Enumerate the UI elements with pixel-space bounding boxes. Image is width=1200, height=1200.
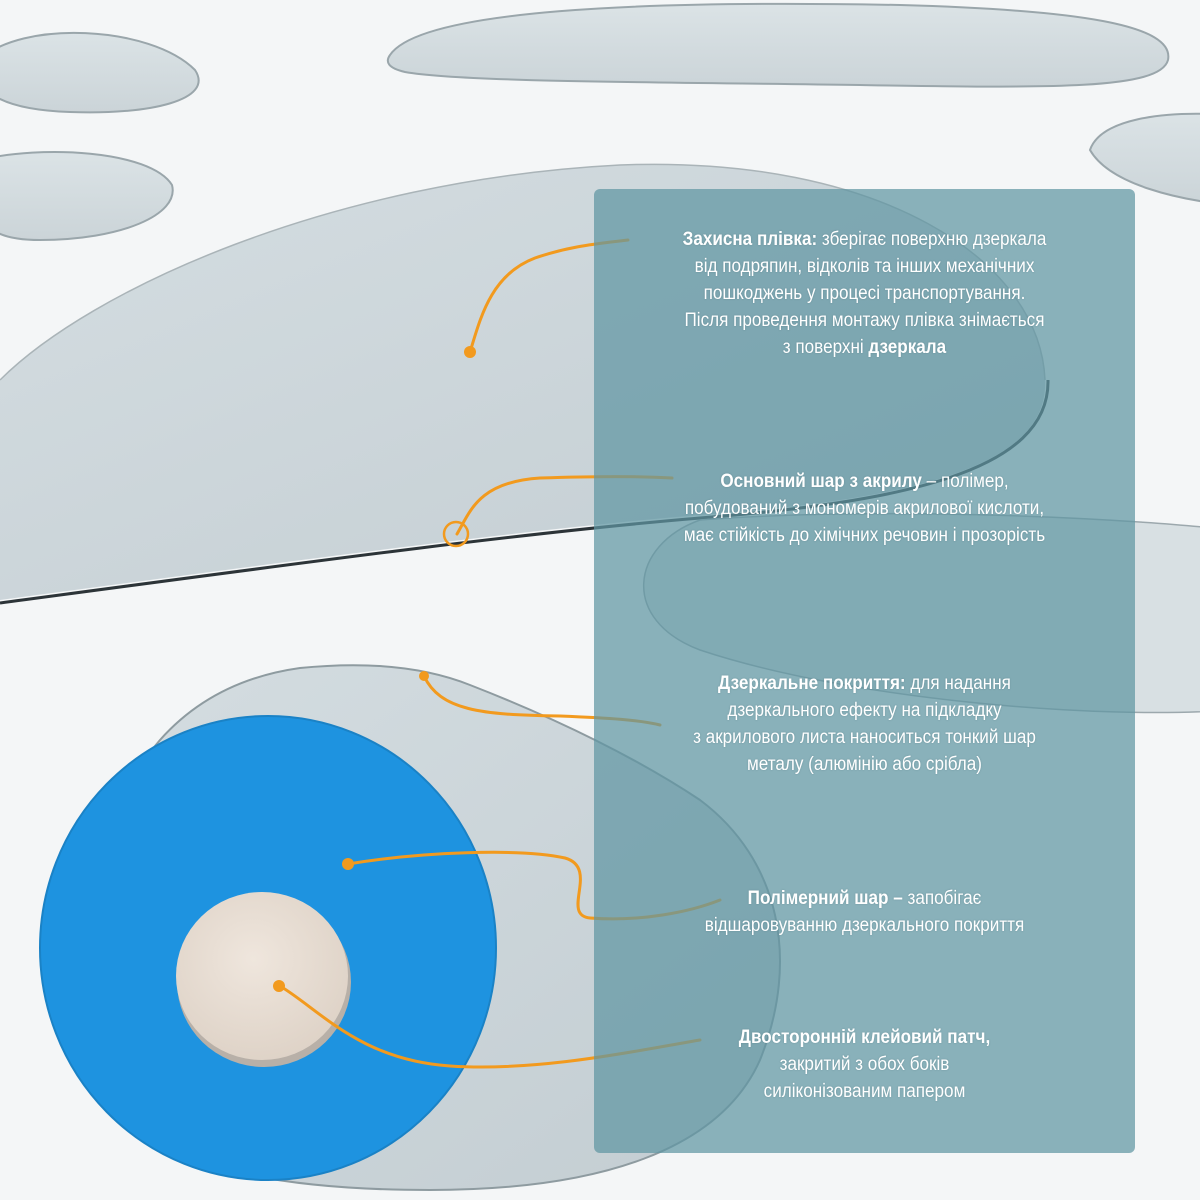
callout-dots: [273, 346, 476, 992]
callout-text: для надання: [905, 673, 1011, 694]
dot-mirror-coating: [419, 671, 429, 681]
callout-polymer-layer: Полімерний шар – запобігає відшаровуванн…: [621, 885, 1108, 939]
callout-line: має стійкість до хімічних речовин і проз…: [683, 525, 1046, 546]
mirror-piece-left: [0, 151, 174, 242]
callout-emphasis: дзеркала: [868, 337, 947, 358]
callout-text: запобігає: [902, 888, 982, 909]
callout-line: побудований з мономерів акрилової кислот…: [684, 498, 1045, 519]
callout-line: відшаровуванню дзеркального покриття: [704, 915, 1025, 936]
callout-title: Двосторонній клейовий патч,: [738, 1027, 991, 1048]
callout-protective-film: Захисна плівка: зберігає поверхню дзерка…: [621, 226, 1108, 361]
adhesive-patch: [176, 892, 351, 1067]
callout-line: з акрилового листа наноситься тонкий шар: [693, 727, 1036, 748]
callout-acrylic-layer: Основний шар з акрилу – полімер, побудов…: [621, 468, 1108, 549]
dot-adhesive-patch: [273, 980, 285, 992]
info-panel: [594, 189, 1135, 1153]
callout-line: Після проведення монтажу плівка знімаєть…: [684, 310, 1045, 331]
ring-acrylic-layer: [442, 520, 470, 548]
callout-line: металу (алюмінію або срібла): [747, 754, 982, 775]
callout-title: Основний шар з акрилу: [720, 471, 922, 492]
callout-line: від подряпин, відколів та інших механічн…: [694, 256, 1035, 277]
callout-title: Полімерний шар –: [747, 888, 903, 909]
callout-line: силіконізованим папером: [763, 1081, 966, 1102]
callout-title: Дзеркальне покриття:: [718, 673, 906, 694]
dot-protective-film: [464, 346, 476, 358]
mirror-piece-top-left: [0, 31, 200, 114]
callout-line: закритий з обох боків: [779, 1054, 950, 1075]
callout-line: пошкоджень у процесі транспортування.: [703, 283, 1026, 304]
callout-mirror-coating: Дзеркальне покриття: для надання дзеркал…: [621, 670, 1108, 778]
callout-text: – полімер,: [921, 471, 1009, 492]
callout-line: дзеркального ефекту на підкладку: [727, 700, 1002, 721]
mirror-piece-right: [1088, 112, 1200, 202]
callout-text: зберігає поверхню дзеркала: [817, 229, 1047, 250]
callout-title: Захисна плівка:: [682, 229, 818, 250]
callout-adhesive-patch: Двосторонній клейовий патч, закритий з о…: [621, 1024, 1108, 1105]
dot-polymer-layer: [342, 858, 354, 870]
callout-line: з поверхні: [782, 337, 869, 358]
mirror-piece-top: [386, 2, 1170, 88]
